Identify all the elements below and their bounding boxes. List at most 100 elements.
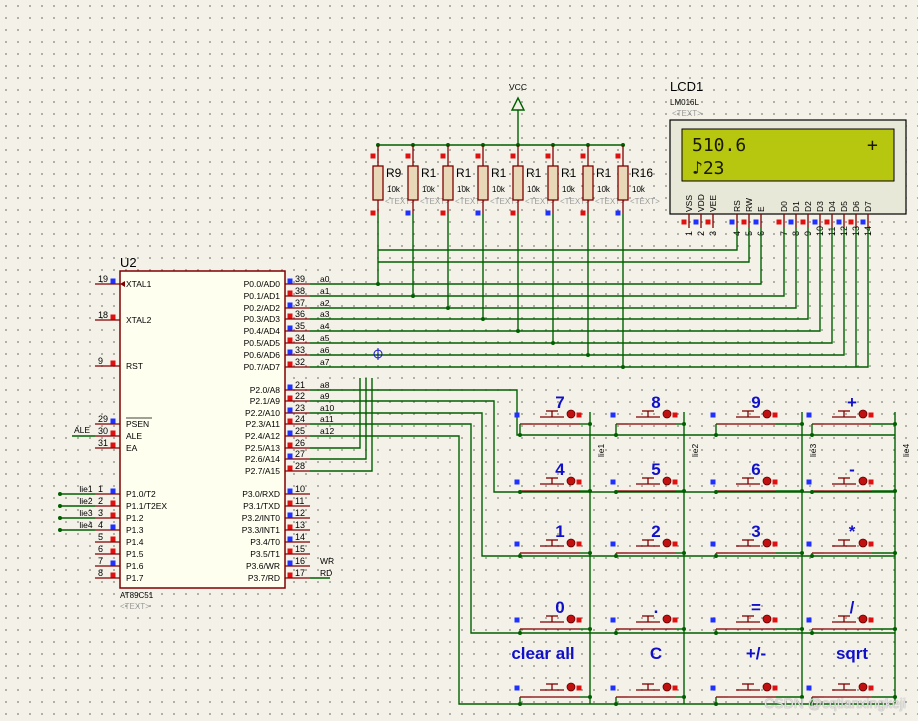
vcc-arrow [510,96,526,111]
pin-state-marker [370,210,376,216]
pin-state-marker [772,685,778,691]
mcu-pin-number: 21 [295,380,305,390]
mcu-pin-number: 2 [98,496,103,506]
mcu-pin-label: P0.2/AD2 [244,303,281,313]
keypad-key[interactable]: * [812,522,872,554]
mcu-pin-label: P1.0/T2 [126,489,156,499]
mcu-pin-number: 32 [295,357,305,367]
pin-state-marker [287,488,293,494]
junction-dot [714,433,718,437]
resistor-text-tag: <TEXT> [630,197,660,206]
mcu-pin-label: P2.6/A14 [245,454,280,464]
switch-state-led [566,614,576,624]
keypad-key[interactable]: 3 [716,522,776,554]
net-label: a10 [320,403,334,413]
mcu-body [119,270,286,589]
p0-bus-line [310,228,845,356]
keypad-key[interactable]: / [812,598,872,630]
pin-state-marker [510,210,516,216]
pin-state-marker [610,685,616,691]
mcu-pin-label: P2.1/A9 [250,396,281,406]
key-label: - [849,460,855,479]
mcu-pin-label: P1.2 [126,513,144,523]
mcu-pin-number: 33 [295,345,305,355]
resistor-text-tag: <TEXT> [525,197,555,206]
keypad-key[interactable]: 4 [520,460,580,492]
junction-dot [893,551,897,555]
keypad-key[interactable]: clear all [511,644,580,698]
keypad-key[interactable]: 6 [716,460,776,492]
switch-state-led [762,538,772,548]
pin-state-marker [824,219,830,225]
pin-state-marker [710,685,716,691]
pin-state-marker [110,536,116,542]
mcu-pin-label: XTAL1 [126,279,152,289]
mcu-ref: U2 [120,255,137,270]
keypad-key[interactable]: +/- [716,644,776,698]
mcu-pin-number: 28 [295,461,305,471]
key-label: = [751,598,761,617]
lcd-ref: LCD1 [670,79,703,94]
keypad-key[interactable]: + [812,393,872,425]
pin-state-marker [788,219,794,225]
pin-state-marker [110,500,116,506]
net-label: a12 [320,426,334,436]
resistor-ref: R1 [526,166,542,180]
lcd-line1-operator: + [867,135,878,156]
pin-state-marker [287,453,293,459]
pin-state-marker [681,219,687,225]
p0-bus-line [310,228,869,368]
mcu-pin-number: 26 [295,438,305,448]
pin-state-marker [772,541,778,547]
mcu-pin-label: P3.1/TXD [243,501,280,511]
switch-state-led [566,682,576,692]
switch-state-led [762,476,772,486]
keypad-key[interactable]: sqrt [812,644,872,698]
pin-state-marker [741,219,747,225]
p2-wire [310,378,361,449]
lcd-rs-wire [378,228,738,251]
mcu-pin-number: 34 [295,333,305,343]
resistor-ref: R1 [561,166,577,180]
keypad-key[interactable]: 5 [616,460,676,492]
key-label: 1 [555,522,564,541]
resistor-body [372,165,384,201]
keypad-key[interactable]: 0 [520,598,580,630]
lcd-screen [681,128,895,182]
junction-dot [800,422,804,426]
pin-state-marker [510,153,516,159]
resistor-ref: R1 [596,166,612,180]
junction-dot [614,433,618,437]
keypad-key[interactable]: 7 [520,393,580,425]
keypad-key[interactable]: 9 [716,393,776,425]
mcu-pin-label: P3.3/INT1 [242,525,281,535]
net-label: a0 [320,274,330,284]
keypad-key[interactable]: 2 [616,522,676,554]
lcd-pin-label: RS [732,200,742,212]
clock-marker [120,281,125,287]
pin-state-marker [370,153,376,159]
keypad-key[interactable]: C [616,644,676,698]
pin-state-marker [287,395,293,401]
junction-dot [810,702,814,706]
mcu-model: AT89C51 [120,591,154,600]
keypad-key[interactable]: = [716,598,776,630]
column-net-label: lie3 [808,443,818,457]
junction-dot [714,490,718,494]
mcu-text-tag: <TEXT> [120,602,150,611]
switch-state-led [662,409,672,419]
mcu-pin-label: P2.0/A8 [250,385,281,395]
junction-dot [588,422,592,426]
junction-dot [800,695,804,699]
keypad-key[interactable]: 8 [616,393,676,425]
keypad-key[interactable]: 1 [520,522,580,554]
keypad-key[interactable]: - [812,460,872,492]
resistor-value: 10k [422,185,436,194]
junction-dot [58,492,62,496]
net-label: a4 [320,321,330,331]
keypad-key[interactable]: . [616,598,676,630]
junction-dot [810,554,814,558]
pin-state-marker [475,153,481,159]
net-label: a8 [320,380,330,390]
junction-dot [58,516,62,520]
